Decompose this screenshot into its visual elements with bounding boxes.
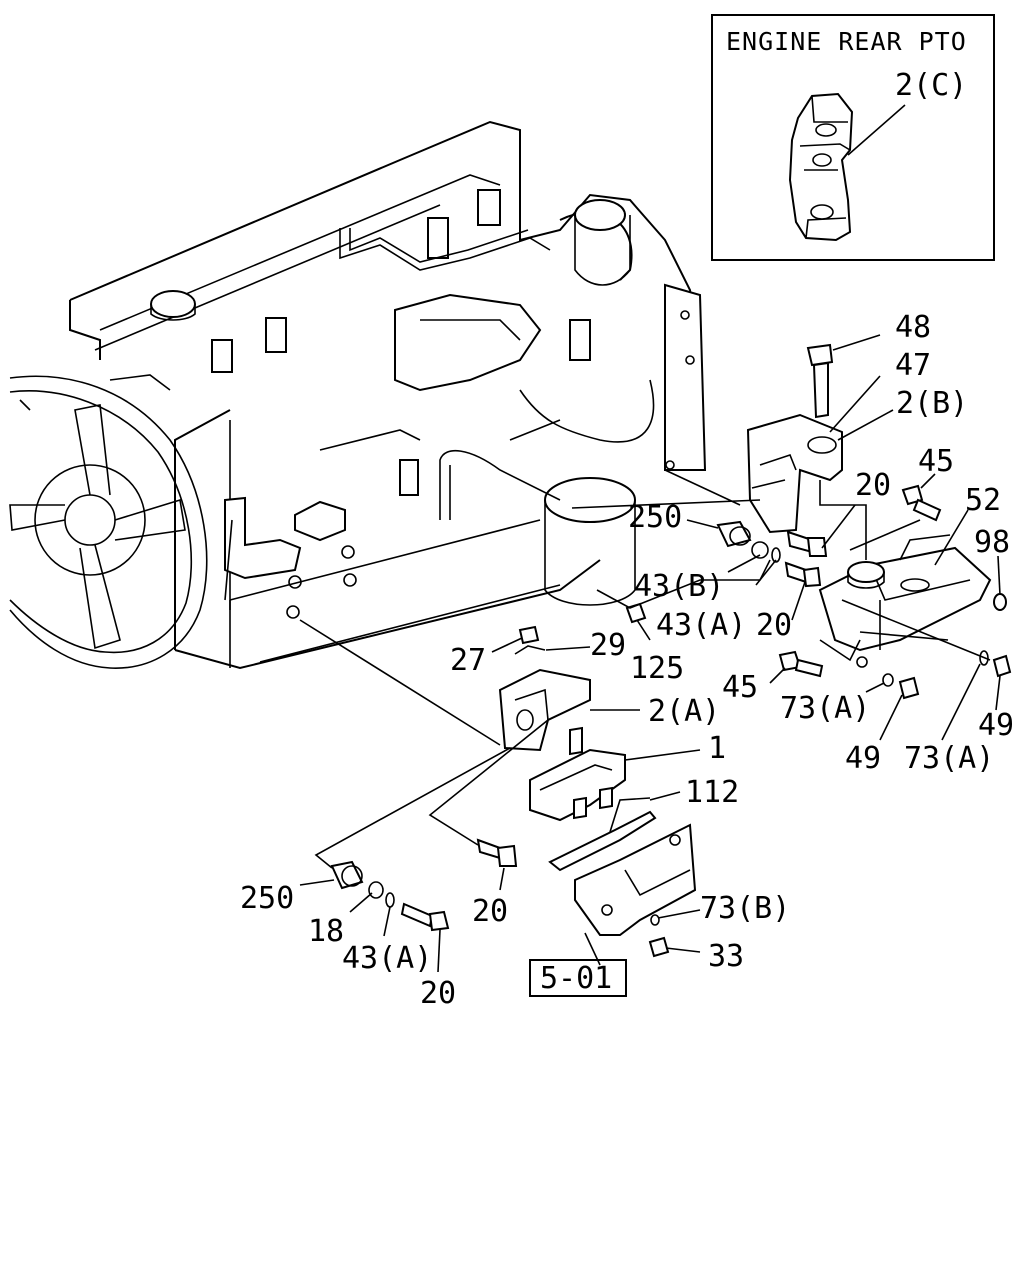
label-1: 1 xyxy=(708,731,726,766)
parts-drawings xyxy=(330,343,1012,958)
inset-title: ENGINE REAR PTO xyxy=(726,27,967,56)
inset-engine-rear-pto: ENGINE REAR PTO 2(C) xyxy=(711,14,995,261)
label-48: 48 xyxy=(895,310,931,345)
part-labels: 48 47 2(B) 45 20 52 98 250 43(B) 43(A) 2… xyxy=(240,310,1014,1011)
label-20: 20 xyxy=(756,608,792,643)
label-43a: 43(A) xyxy=(342,941,432,976)
label-49: 49 xyxy=(845,741,881,776)
label-20: 20 xyxy=(472,894,508,929)
label-45: 45 xyxy=(722,670,758,705)
label-43a: 43(A) xyxy=(656,608,746,643)
label-73a: 73(A) xyxy=(904,741,994,776)
label-112: 112 xyxy=(685,775,739,810)
engine-drawing xyxy=(9,120,707,670)
label-2b: 2(B) xyxy=(896,386,968,421)
label-43b: 43(B) xyxy=(634,569,724,604)
label-98: 98 xyxy=(974,525,1010,560)
label-27: 27 xyxy=(450,643,486,678)
label-2c: 2(C) xyxy=(895,68,967,103)
label-45: 45 xyxy=(918,444,954,479)
label-2a: 2(A) xyxy=(648,694,720,729)
label-250: 250 xyxy=(240,881,294,916)
label-29: 29 xyxy=(590,628,626,663)
label-49: 49 xyxy=(978,708,1014,743)
bracket-2c-drawing xyxy=(788,92,854,242)
label-20: 20 xyxy=(855,468,891,503)
label-73b: 73(B) xyxy=(700,891,790,926)
leader-lines xyxy=(299,334,1001,973)
reference-box-5-01[interactable]: 5-01 xyxy=(540,961,612,996)
label-47: 47 xyxy=(895,348,931,383)
label-125: 125 xyxy=(630,651,684,686)
label-250: 250 xyxy=(628,500,682,535)
label-73a: 73(A) xyxy=(780,691,870,726)
label-18: 18 xyxy=(308,914,344,949)
label-52: 52 xyxy=(965,483,1001,518)
label-33: 33 xyxy=(708,939,744,974)
label-20: 20 xyxy=(420,976,456,1011)
